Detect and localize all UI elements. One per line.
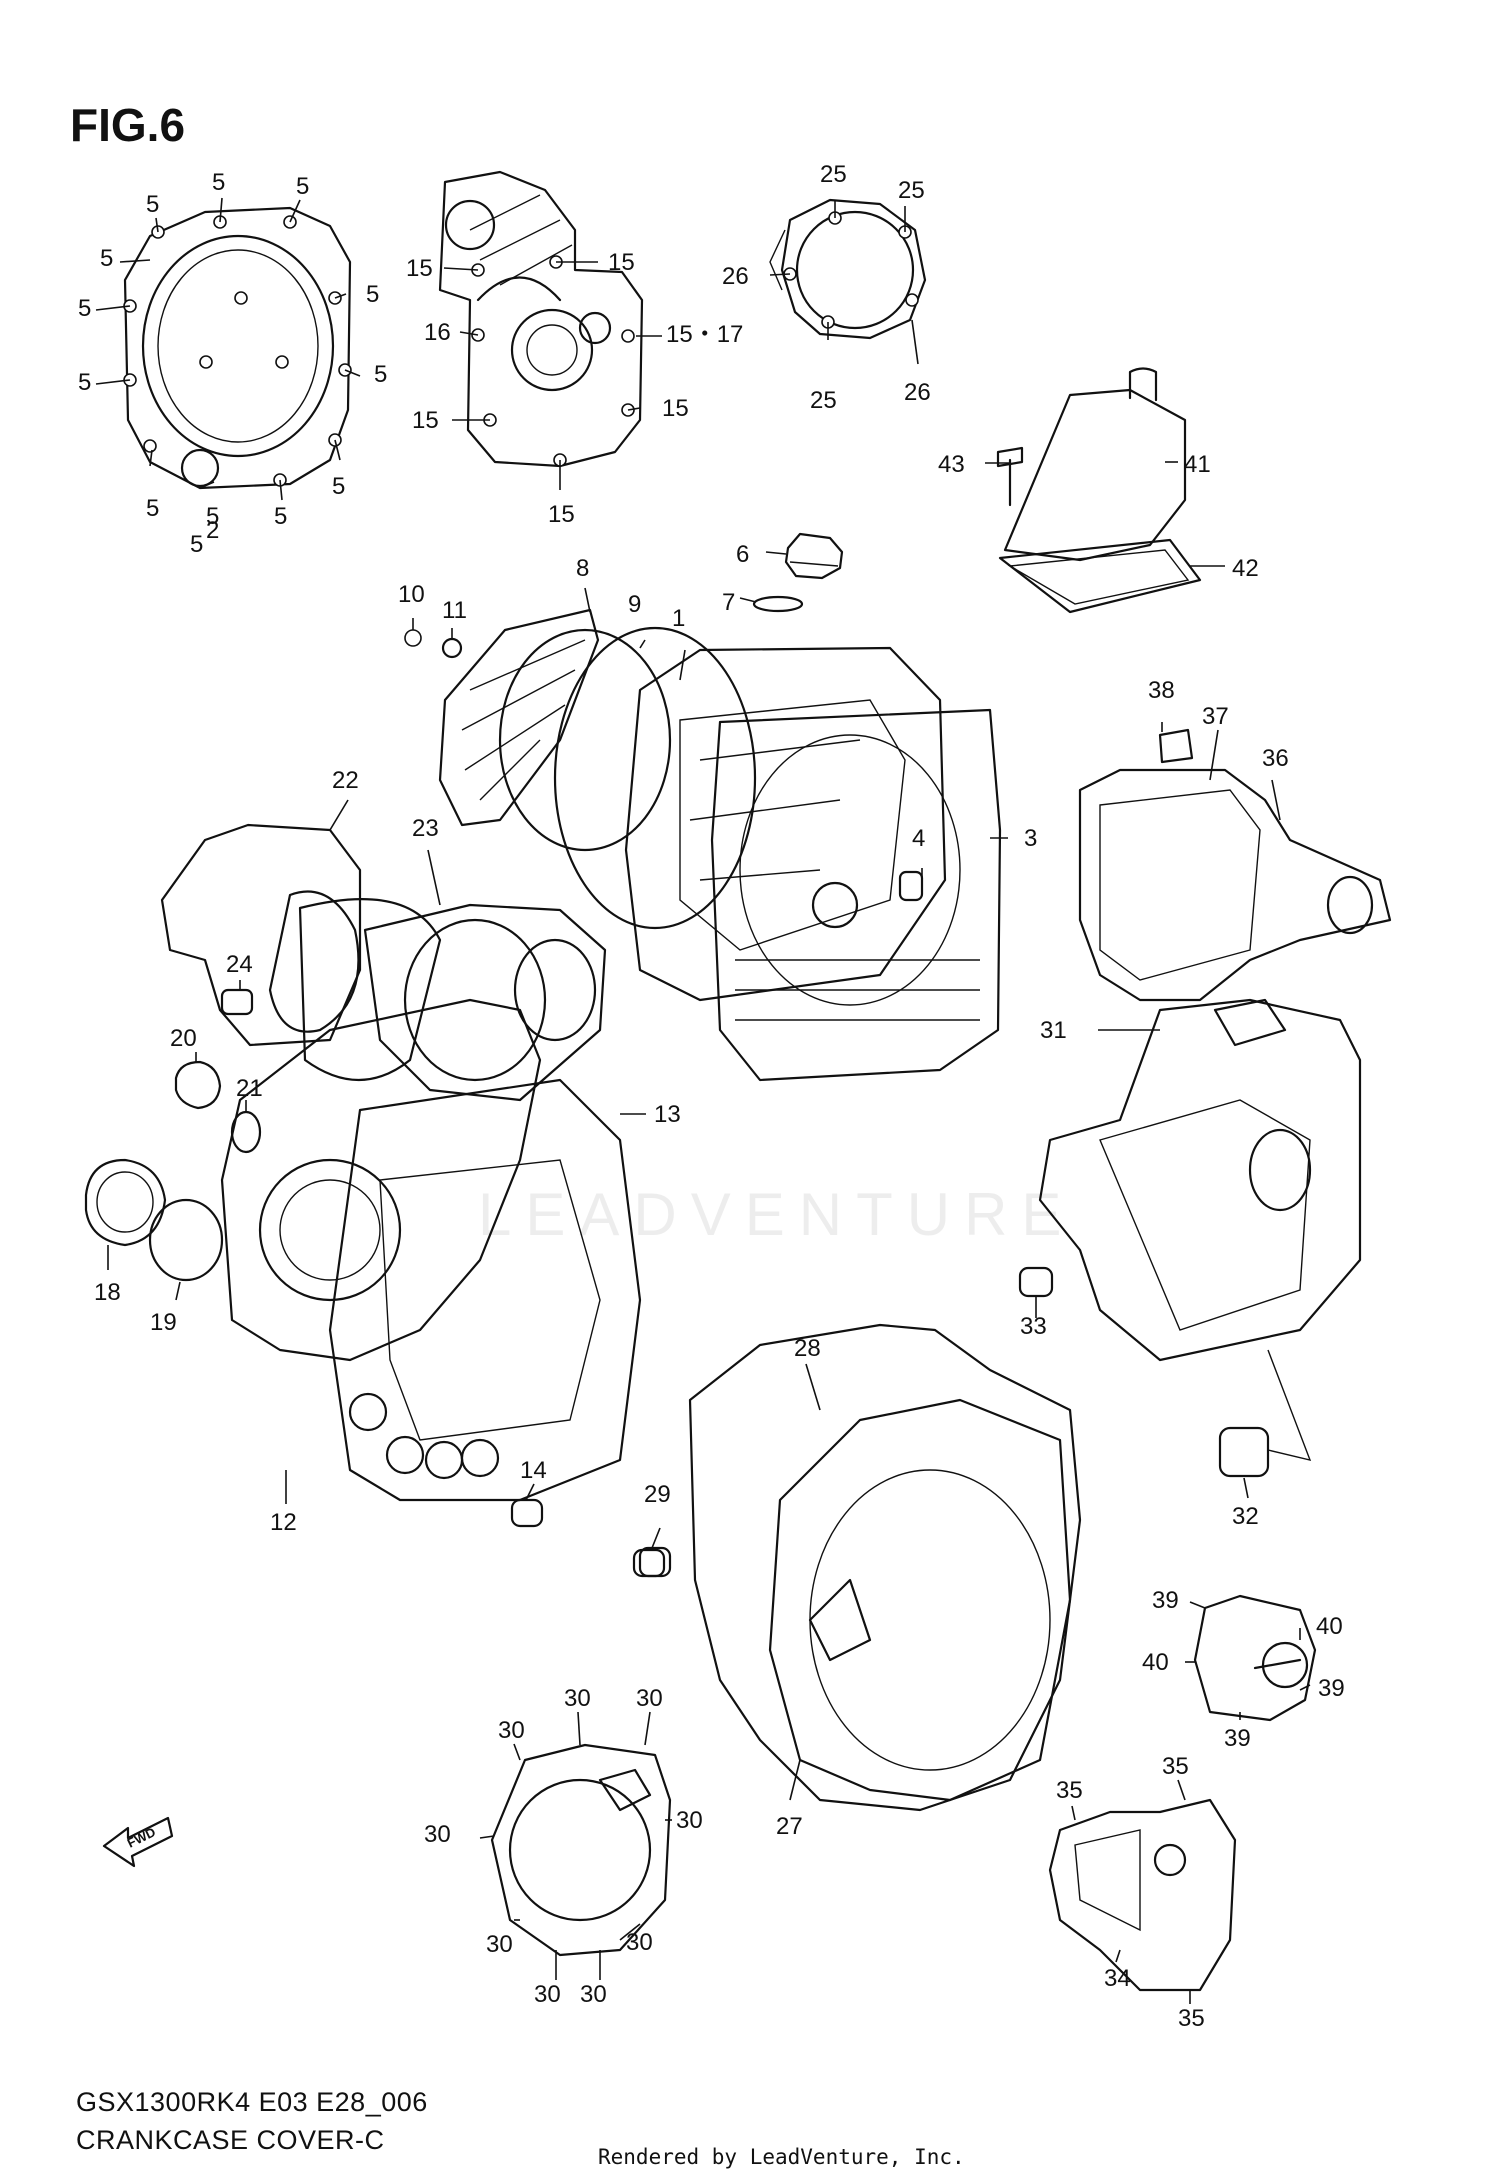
- callout-label: 25: [820, 161, 847, 188]
- callout-label: 31: [1040, 1017, 1067, 1044]
- callout-label: 15: [662, 395, 689, 422]
- callout-label: 5: [212, 169, 225, 196]
- starter-clutch-cover-part: [438, 170, 644, 468]
- callout-label: 5: [190, 531, 203, 558]
- callout-label: 29: [644, 1481, 671, 1508]
- callout-label: 41: [1184, 451, 1211, 478]
- callout-label: 30: [564, 1685, 591, 1712]
- figure-title: FIG.6: [70, 99, 186, 151]
- breather-cover-part: [996, 367, 1202, 614]
- callout-label: 14: [520, 1457, 547, 1484]
- callout-label: 22: [332, 767, 359, 794]
- callout-label: 28: [794, 1335, 821, 1362]
- callout-label: 26: [722, 263, 749, 290]
- assembly-name: CRANKCASE COVER-C: [76, 2125, 385, 2155]
- crankcase-cover-left-part: [220, 998, 666, 1578]
- callout-label: 30: [424, 1821, 451, 1848]
- callout-label: 27: [776, 1813, 803, 1840]
- callout-label: 30: [636, 1685, 663, 1712]
- callout-label: 35: [1162, 1753, 1189, 1780]
- callout-label: 34: [1104, 1965, 1131, 1992]
- callout-label: 3: [1024, 825, 1037, 852]
- callout-label: 30: [498, 1717, 525, 1744]
- callout-label: 40: [1142, 1649, 1169, 1676]
- callout-label: 4: [912, 825, 925, 852]
- callout-label: 6: [736, 541, 749, 568]
- seal-rings-part: [84, 1060, 262, 1282]
- callout-label: 19: [150, 1309, 177, 1336]
- clutch-cover-assembly-part: [404, 608, 1002, 1082]
- clutch-cover-part: [123, 206, 352, 490]
- callout-label: 5: [100, 245, 113, 272]
- callout-label: 32: [1232, 1503, 1259, 1530]
- callout-label: 24: [226, 951, 253, 978]
- callout-label: 5: [206, 503, 219, 530]
- callout-label: 30: [580, 1981, 607, 2008]
- callout-label: 33: [1020, 1313, 1047, 1340]
- oil-filler-cap-part: [752, 532, 844, 613]
- callout-label: 5: [296, 173, 309, 200]
- pump-cover-part: [769, 198, 927, 340]
- callout-label: 15: [406, 255, 433, 282]
- callout-label: 35: [1056, 1777, 1083, 1804]
- callout-label: 8: [576, 555, 589, 582]
- crankcase-cover-right-part: [638, 1323, 1082, 1812]
- callout-label: 12: [270, 1509, 297, 1536]
- callout-label: 35: [1178, 2005, 1205, 2032]
- callout-labels: 5 5 5 5 5 5 5 5 5 5 5 2 5 5 15 15 16 15・…: [78, 161, 1345, 2032]
- callout-label: 5: [374, 361, 387, 388]
- water-pump-assembly-part: [160, 823, 607, 1102]
- callout-label: 40: [1316, 1613, 1343, 1640]
- callout-label: 36: [1262, 745, 1289, 772]
- callout-label: 38: [1148, 677, 1175, 704]
- callout-label: 39: [1224, 1725, 1251, 1752]
- callout-label: 20: [170, 1025, 197, 1052]
- callout-label: 1: [672, 605, 685, 632]
- callout-label: 37: [1202, 703, 1229, 730]
- callout-label: 39: [1152, 1587, 1179, 1614]
- callout-label: 5: [366, 281, 379, 308]
- sensor-cover-part: [1048, 1798, 1237, 1992]
- callout-label: 2: [206, 517, 219, 544]
- callout-label: 26: [904, 379, 931, 406]
- callout-label: 7: [722, 589, 735, 616]
- callout-label: 15・17: [666, 321, 743, 348]
- callout-label: 30: [676, 1807, 703, 1834]
- callout-label: 16: [424, 319, 451, 346]
- callout-label: 9: [628, 591, 641, 618]
- generator-cover-part: [1018, 998, 1362, 1478]
- callout-leaders: [95, 197, 1311, 2004]
- callout-label: 10: [398, 581, 425, 608]
- callout-label: 11: [442, 597, 467, 624]
- rendered-by-credit: Rendered by LeadVenture, Inc.: [598, 2145, 965, 2169]
- callout-label: 30: [626, 1929, 653, 1956]
- pulse-coil-cover-part: [1193, 1594, 1317, 1722]
- callout-label: 43: [938, 451, 965, 478]
- callout-label: 15: [412, 407, 439, 434]
- callout-label: 25: [810, 387, 837, 414]
- callout-label: 30: [534, 1981, 561, 2008]
- callout-label: 15: [608, 249, 635, 276]
- model-code: GSX1300RK4 E03 E28_006: [76, 2087, 428, 2117]
- callout-label: 18: [94, 1279, 121, 1306]
- callout-label: 5: [274, 503, 287, 530]
- callout-label: 21: [236, 1075, 263, 1102]
- callout-label: 5: [332, 473, 345, 500]
- callout-label: 15: [548, 501, 575, 528]
- callout-label: 5: [146, 495, 159, 522]
- water-pump-housing-part: [1078, 728, 1392, 1002]
- callout-label: 25: [898, 177, 925, 204]
- fwd-arrow-icon: FWD: [102, 1816, 174, 1868]
- callout-label: 5: [78, 295, 91, 322]
- callout-label: 39: [1318, 1675, 1345, 1702]
- callout-label: 13: [654, 1101, 681, 1128]
- callout-label: 23: [412, 815, 439, 842]
- starter-cover-part: [490, 1743, 672, 1957]
- callout-label: 42: [1232, 555, 1259, 582]
- callout-label: 5: [146, 191, 159, 218]
- callout-label: 30: [486, 1931, 513, 1958]
- callout-label: 5: [78, 369, 91, 396]
